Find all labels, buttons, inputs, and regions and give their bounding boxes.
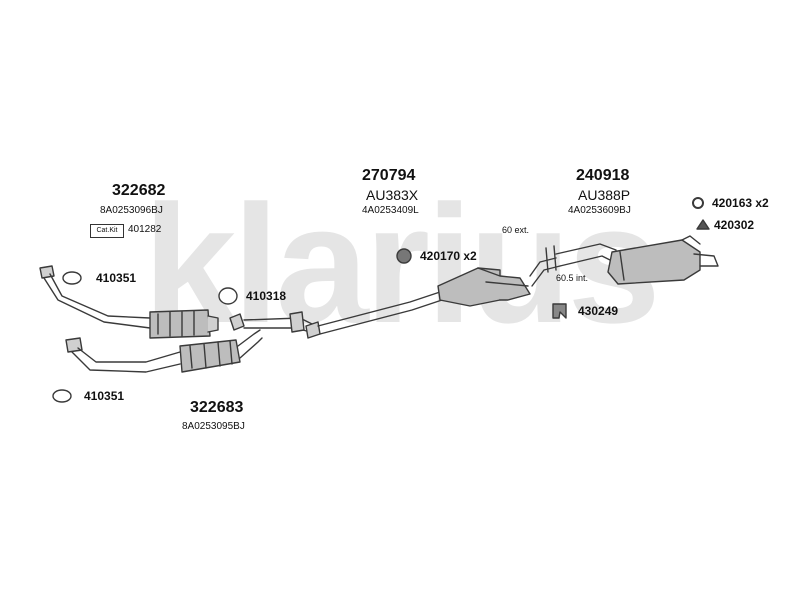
upper-pipe-oe: 8A0253096BJ [100,205,163,216]
rear-silencer [545,235,719,285]
part-420170: 420170 x2 [420,249,477,263]
cat-kit-badge: Cat.Kit [90,224,124,238]
centre-pipe [305,257,561,339]
part-420302: 420302 [714,218,755,232]
gasket-icon [62,271,82,285]
centre-number: 270794 [362,167,416,184]
part-410351-bottom: 410351 [84,389,125,403]
rubber-mount-icon [696,219,710,230]
connector-pipe [229,311,313,333]
part-410318: 410318 [246,289,287,303]
gasket-icon [52,389,72,403]
part-430249: 430249 [578,304,619,318]
lower-pipe-oe: 8A0253095BJ [182,421,245,432]
part-410351-top: 410351 [96,271,137,285]
note-ext: 60 ext. [502,225,530,235]
centre-oe: 4A0253409L [362,205,419,216]
note-int: 60.5 int. [556,273,589,283]
ring-icon [692,197,704,209]
upper-pipe-number: 322682 [112,182,166,199]
mount-icon [552,303,567,319]
front-pipe-lower [65,329,263,373]
gasket-icon [218,287,238,305]
rear-oe: 4A0253609BJ [568,205,631,216]
watermark: klarius [143,170,657,358]
cat-kit-number: 401282 [128,224,162,235]
clamp-icon [396,248,412,264]
centre-code: AU383X [366,187,419,203]
lower-pipe-number: 322683 [190,399,244,416]
rear-number: 240918 [576,167,630,184]
rear-code: AU388P [578,187,631,203]
front-pipe-upper [39,265,219,339]
part-420163: 420163 x2 [712,196,769,210]
